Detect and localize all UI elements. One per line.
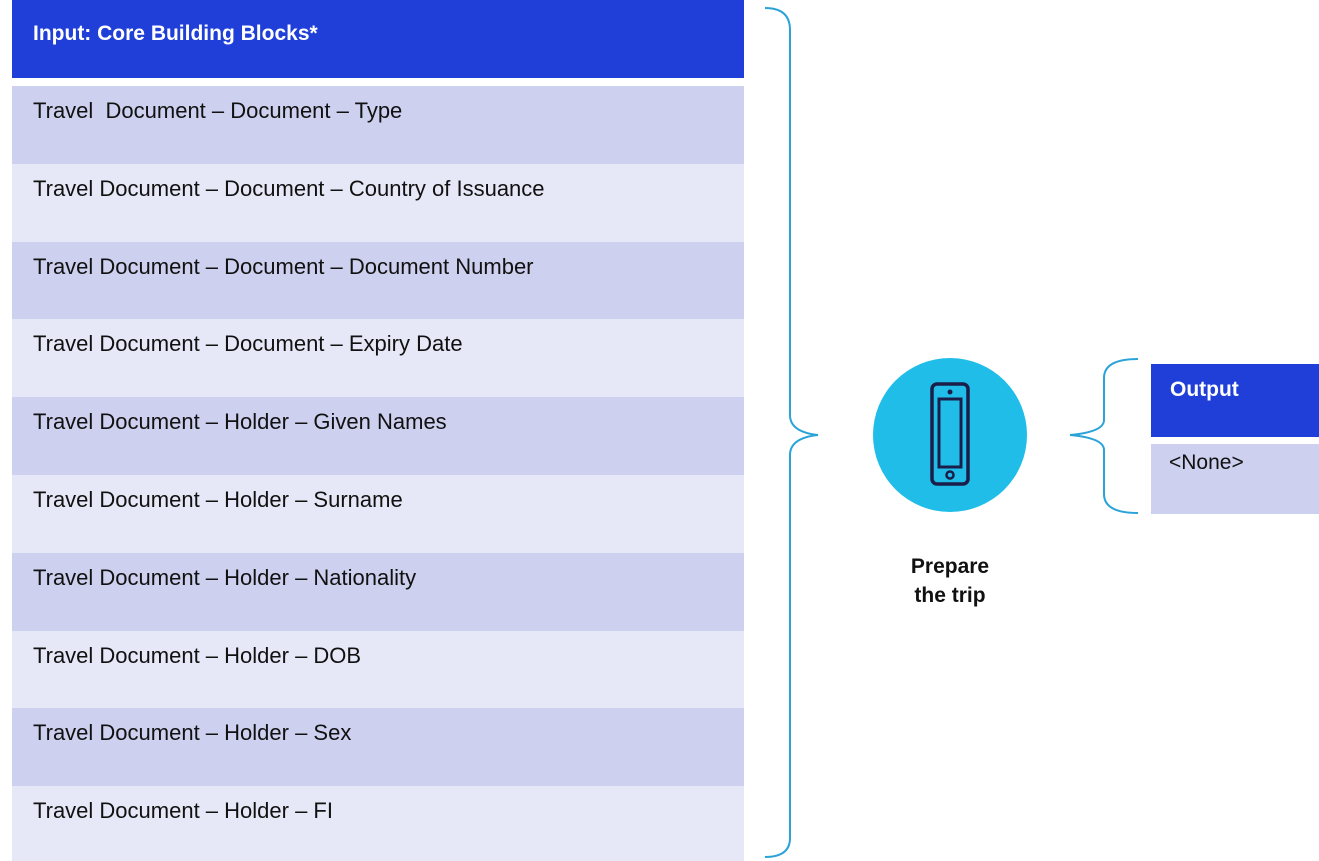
input-row: Travel Document – Holder – FI <box>12 786 744 861</box>
input-row: Travel Document – Document – Country of … <box>12 163 744 242</box>
step-label: Prepare the trip <box>880 552 1020 610</box>
output-row: <None> <box>1151 444 1319 514</box>
input-row: Travel Document – Holder – DOB <box>12 630 744 709</box>
step-label-line2: the trip <box>914 584 986 607</box>
step-label-line1: Prepare <box>910 555 990 578</box>
output-header: Output <box>1151 364 1319 437</box>
input-row: Travel Document – Holder – Surname <box>12 474 744 553</box>
smartphone-icon <box>930 382 970 486</box>
input-row: Travel Document – Holder – Given Names <box>12 397 744 475</box>
input-row: Travel Document – Document – Type <box>12 86 744 164</box>
input-row: Travel Document – Holder – Sex <box>12 708 744 787</box>
input-brace <box>764 7 819 858</box>
output-table: Output <None> <box>1151 364 1319 514</box>
input-row: Travel Document – Holder – Nationality <box>12 552 744 631</box>
input-row: Travel Document – Document – Expiry Date <box>12 319 744 398</box>
output-brace <box>1069 358 1139 514</box>
input-rows: Travel Document – Document – Type Travel… <box>12 86 744 861</box>
step-circle <box>873 358 1027 512</box>
input-table: Input: Core Building Blocks* Travel Docu… <box>12 0 744 861</box>
input-header: Input: Core Building Blocks* <box>12 0 744 78</box>
input-row: Travel Document – Document – Document Nu… <box>12 241 744 320</box>
